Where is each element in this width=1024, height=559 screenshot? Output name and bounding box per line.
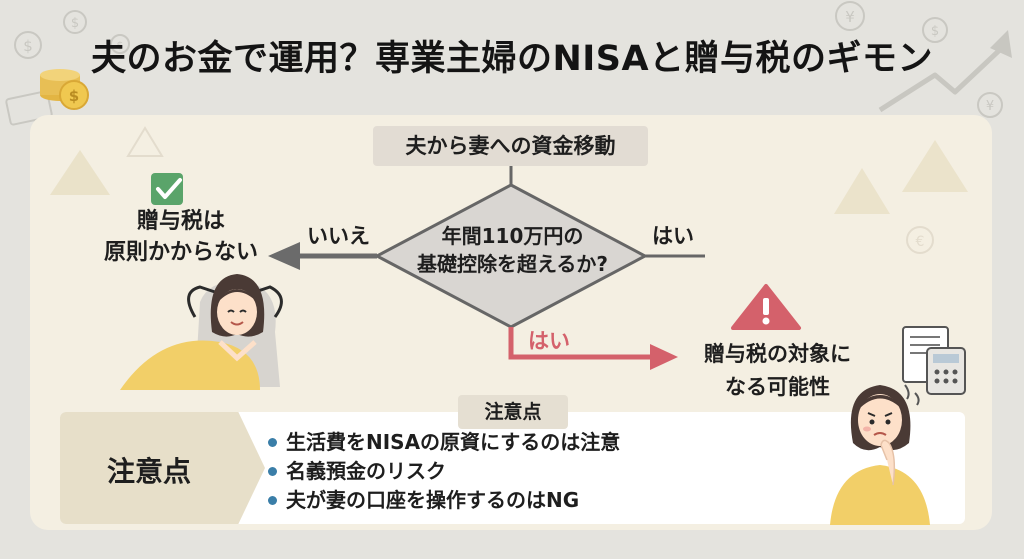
no-result-line-2: 原則かからない bbox=[103, 240, 258, 265]
notes-tab: 注意点 bbox=[458, 395, 568, 429]
yes-label-right: はい bbox=[652, 224, 694, 248]
check-icon bbox=[151, 173, 183, 205]
svg-text:$: $ bbox=[69, 87, 79, 105]
yen-coin-icon: ¥ bbox=[977, 92, 1003, 118]
trend-arrow-icon bbox=[878, 30, 1012, 113]
warning-icon bbox=[731, 284, 801, 330]
dollar-coin-icon: $ bbox=[110, 34, 130, 54]
yes-result-text: 贈与税の対象に なる可能性 bbox=[665, 338, 890, 404]
coin-stack-icon: $ bbox=[40, 69, 89, 110]
svg-text:$: $ bbox=[117, 39, 124, 52]
yes-result-line-1: 贈与税の対象に bbox=[704, 342, 851, 366]
calculator-icon bbox=[926, 347, 966, 395]
svg-text:¥: ¥ bbox=[845, 8, 855, 26]
list-item: 名義預金のリスク bbox=[268, 457, 620, 486]
svg-text:¥: ¥ bbox=[986, 99, 994, 114]
notes-header: 注意点 bbox=[106, 455, 191, 488]
list-item: 夫が妻の口座を操作するのはNG bbox=[268, 486, 620, 515]
worried-woman-illustration bbox=[830, 384, 930, 525]
no-arrowhead bbox=[268, 242, 300, 270]
notes-list: 生活費をNISAの原資にするのは注意 名義預金のリスク 夫が妻の口座を操作するの… bbox=[268, 428, 620, 515]
svg-text:€: € bbox=[916, 234, 925, 250]
svg-text:$: $ bbox=[23, 37, 33, 55]
no-result-text: 贈与税は 原則かからない bbox=[72, 206, 290, 268]
decision-label: 年間110万円の 基礎控除を超えるか? bbox=[380, 222, 645, 278]
yes-arrow bbox=[508, 327, 650, 360]
page-title: 夫のお金で運用？専業主婦のNISAと贈与税のギモン bbox=[90, 39, 934, 79]
no-result-line-1: 贈与税は bbox=[136, 209, 225, 234]
svg-text:$: $ bbox=[931, 24, 939, 39]
yen-coin-icon: ¥ bbox=[835, 1, 865, 31]
dollar-coin-icon: $ bbox=[922, 17, 948, 43]
flow-start-box: 夫から妻への資金移動 bbox=[373, 126, 648, 166]
notes-header-bg bbox=[60, 412, 265, 524]
yes-arrowhead bbox=[650, 344, 678, 370]
decision-line-1: 年間110万円の bbox=[441, 224, 584, 248]
decision-line-2: 基礎控除を超えるか? bbox=[416, 252, 608, 276]
document-calculator-illustration bbox=[902, 326, 966, 395]
dollar-coin-icon: $ bbox=[63, 10, 87, 34]
dollar-coin-icon: $ bbox=[14, 31, 42, 59]
banknote-icon bbox=[5, 90, 53, 126]
relaxed-woman-illustration bbox=[120, 274, 283, 390]
yes-label-down: はい bbox=[528, 329, 570, 353]
svg-text:$: $ bbox=[71, 16, 79, 31]
warning-icon: € bbox=[50, 126, 968, 254]
list-item: 生活費をNISAの原資にするのは注意 bbox=[268, 428, 620, 457]
no-label: いいえ bbox=[307, 224, 370, 248]
yes-result-line-2: なる可能性 bbox=[725, 375, 830, 399]
